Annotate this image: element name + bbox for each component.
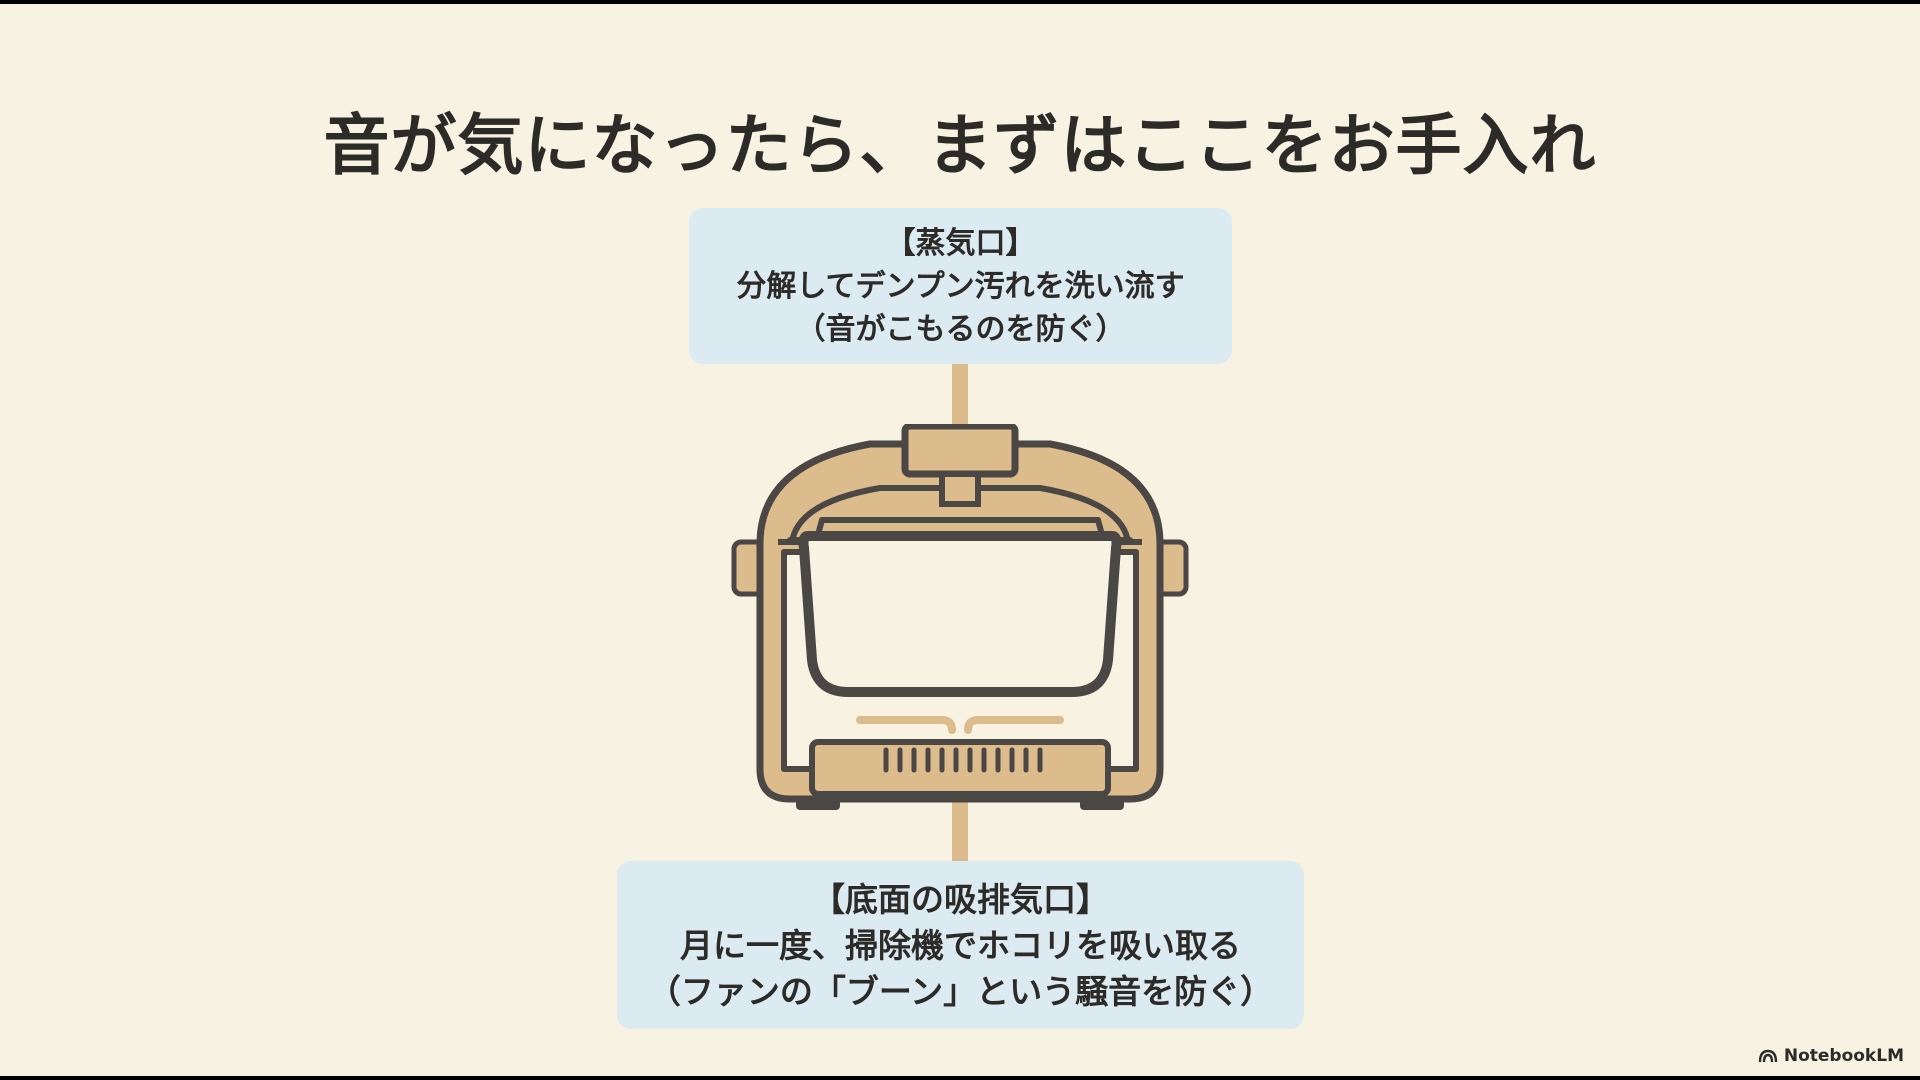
base-plate xyxy=(809,739,1111,797)
slide-title: 音が気になったら、まずはここをお手入れ xyxy=(323,107,1597,184)
steam-vent-instruction: 分解してデンプン汚れを洗い流す xyxy=(736,269,1185,304)
left-foot xyxy=(796,796,840,810)
slide: 音が気になったら、まずはここをお手入れ 【蒸気口】 分解してデンプン汚れを洗い流… xyxy=(0,4,1920,1076)
inner-pot xyxy=(798,531,1122,697)
bottom-vent-heading: 【底面の吸排気口】 xyxy=(812,880,1109,919)
bottom-vent-slots xyxy=(883,747,1043,773)
rice-cooker-icon xyxy=(731,424,1189,810)
bottom-vent-note: （ファンの「ブーン」という騒音を防ぐ） xyxy=(647,972,1274,1011)
steam-vent-heading: 【蒸気口】 xyxy=(885,226,1036,261)
brand-footer: NotebookLM xyxy=(1758,1046,1904,1066)
steam-vent-stem xyxy=(939,471,981,507)
brand-name: NotebookLM xyxy=(1783,1046,1904,1066)
steam-vent-connector xyxy=(952,364,968,436)
airflow-left xyxy=(856,716,956,734)
steam-vent-cap xyxy=(901,424,1019,478)
steam-vent-note: （音がこもるのを防ぐ） xyxy=(795,312,1126,347)
bottom-vent-callout: 【底面の吸排気口】 月に一度、掃除機でホコリを吸い取る （ファンの「ブーン」とい… xyxy=(617,861,1304,1029)
bottom-vent-instruction: 月に一度、掃除機でホコリを吸い取る xyxy=(680,926,1241,965)
airflow-right xyxy=(964,716,1064,734)
right-foot xyxy=(1080,796,1124,810)
steam-vent-callout: 【蒸気口】 分解してデンプン汚れを洗い流す （音がこもるのを防ぐ） xyxy=(689,208,1232,364)
bottom-vent-connector xyxy=(952,794,968,864)
notebooklm-logo-icon xyxy=(1758,1049,1778,1063)
